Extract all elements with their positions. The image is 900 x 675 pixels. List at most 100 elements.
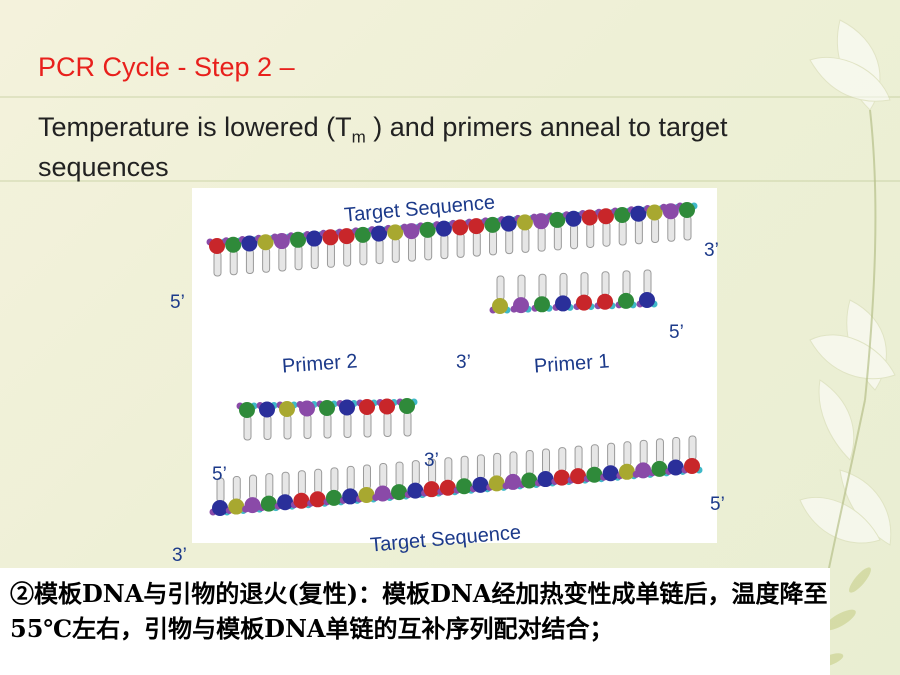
top-strand-base-tooth: [667, 216, 676, 242]
bottom-strand-base-tooth: [476, 454, 485, 480]
bottom-strand-nucleotide-bead: [228, 498, 245, 515]
top-strand-base-tooth: [359, 240, 368, 266]
top-strand-base-tooth: [213, 251, 222, 277]
bottom-strand-nucleotide-bead: [325, 489, 342, 506]
lily-flower-decoration: [799, 19, 896, 675]
primer-1-base-tooth: [643, 269, 652, 295]
subtitle-subscript: m: [351, 127, 366, 147]
top-strand-nucleotide-bead: [565, 210, 582, 227]
top-strand-nucleotide-bead: [419, 221, 436, 238]
top-strand-base-tooth: [375, 239, 384, 265]
top-strand-base-tooth: [278, 246, 287, 272]
primer-annealing-figure: Target Sequence Primer 2 Primer 1 Target…: [192, 188, 725, 557]
top-strand-base-tooth: [407, 236, 416, 262]
top-strand-nucleotide-bead: [209, 238, 225, 254]
top-strand-base-tooth: [586, 222, 595, 248]
bottom-strand-nucleotide-bead: [423, 481, 440, 498]
bottom-strand-nucleotide-bead: [439, 479, 456, 496]
subtitle-part: ) and primers anneal to target sequences: [38, 112, 728, 183]
primer-1-base-tooth: [601, 271, 610, 297]
primer-1-nucleotide-bead: [513, 297, 529, 314]
strand-end-label: 5’: [710, 494, 725, 515]
bottom-strand-base-tooth: [232, 476, 241, 502]
primer-1-base-tooth: [517, 274, 526, 300]
slide-subtitle: Temperature is lowered (Tm ) and primers…: [38, 112, 858, 182]
strand-end-label: 5’: [669, 322, 684, 343]
primer-2-base-tooth: [383, 412, 392, 437]
top-strand-nucleotide-bead: [306, 230, 323, 247]
top-strand-base-tooth: [245, 249, 254, 275]
bottom-strand-nucleotide-bead: [212, 500, 228, 516]
dna-strands-illustration: [206, 202, 703, 516]
top-strand-nucleotide-bead: [273, 233, 290, 250]
bottom-strand-base-tooth: [346, 465, 355, 491]
primer-2-nucleotide-bead: [259, 401, 275, 418]
top-strand-nucleotide-bead: [452, 219, 469, 236]
bottom-strand-nucleotide-bead: [570, 468, 587, 485]
top-strand-base-tooth: [651, 217, 660, 243]
primer-2-nucleotide-bead: [239, 402, 255, 418]
top-strand-nucleotide-bead: [257, 234, 274, 251]
top-strand-base-tooth: [618, 220, 627, 246]
primer-1-nucleotide-bead: [576, 294, 592, 311]
bottom-strand-nucleotide-bead: [374, 485, 391, 502]
bottom-strand-base-tooth: [314, 468, 323, 494]
top-strand-base-tooth: [294, 245, 303, 271]
primer-2-base-tooth: [263, 415, 272, 440]
primer-1-nucleotide-bead: [555, 295, 571, 312]
strand-end-label: 3’: [456, 352, 471, 373]
bottom-strand-base-tooth: [411, 460, 420, 486]
bottom-strand-base-tooth: [444, 457, 453, 483]
bottom-strand-nucleotide-bead: [521, 472, 538, 489]
strand-end-label: 3’: [172, 545, 187, 566]
top-strand-nucleotide-bead: [468, 218, 485, 235]
top-strand-base-tooth: [262, 247, 271, 273]
bottom-strand-base-tooth: [688, 435, 697, 461]
top-strand-base-tooth: [424, 235, 433, 261]
bottom-strand-base-tooth: [672, 436, 681, 462]
bottom-strand-nucleotide-bead: [504, 473, 521, 490]
top-strand-nucleotide-bead: [581, 209, 598, 226]
top-strand-base-tooth: [634, 219, 643, 245]
bottom-strand-nucleotide-bead: [244, 497, 261, 514]
top-strand-nucleotide-bead: [387, 224, 404, 241]
primer-1-base-tooth: [622, 270, 631, 296]
top-strand-nucleotide-bead: [533, 213, 550, 230]
top-strand-base-tooth: [553, 225, 562, 251]
bottom-strand-base-tooth: [362, 464, 371, 490]
background-stripe: [0, 96, 900, 98]
bottom-strand-nucleotide-bead: [488, 475, 505, 492]
top-strand-nucleotide-bead: [354, 226, 371, 243]
top-strand-nucleotide-bead: [500, 215, 517, 232]
bottom-strand-base-tooth: [265, 473, 274, 499]
top-strand-nucleotide-bead: [662, 203, 679, 220]
bottom-strand-base-tooth: [460, 455, 469, 481]
top-strand-nucleotide-bead: [322, 229, 339, 246]
top-strand-nucleotide-bead: [679, 202, 695, 218]
top-strand-nucleotide-bead: [516, 214, 533, 231]
strand-end-label: 3’: [704, 240, 719, 261]
top-strand-nucleotide-bead: [630, 205, 647, 222]
top-strand-base-tooth: [391, 237, 400, 263]
primer-1-nucleotide-bead: [597, 293, 613, 310]
primer-2-base-tooth: [343, 413, 352, 438]
bottom-strand-nucleotide-bead: [684, 458, 700, 474]
bottom-strand-nucleotide-bead: [586, 466, 603, 483]
bottom-strand-nucleotide-bead: [456, 478, 473, 495]
top-strand-base-tooth: [343, 241, 352, 267]
top-strand-base-tooth: [229, 250, 238, 276]
top-strand-nucleotide-bead: [225, 236, 242, 253]
top-strand-base-tooth: [570, 224, 579, 250]
bottom-strand-nucleotide-bead: [602, 465, 619, 482]
primer-1-base-tooth: [496, 275, 505, 301]
top-strand-nucleotide-bead: [371, 225, 388, 242]
bottom-strand-base-tooth: [249, 474, 258, 500]
bottom-strand-base-tooth: [395, 461, 404, 487]
primer-2-nucleotide-bead: [379, 398, 395, 415]
bottom-strand-base-tooth: [542, 448, 551, 474]
bottom-strand-base-tooth: [281, 471, 290, 497]
bottom-strand-base-tooth: [655, 438, 664, 464]
primer-2-base-tooth: [403, 411, 412, 437]
bottom-strand-base-tooth: [379, 463, 388, 489]
